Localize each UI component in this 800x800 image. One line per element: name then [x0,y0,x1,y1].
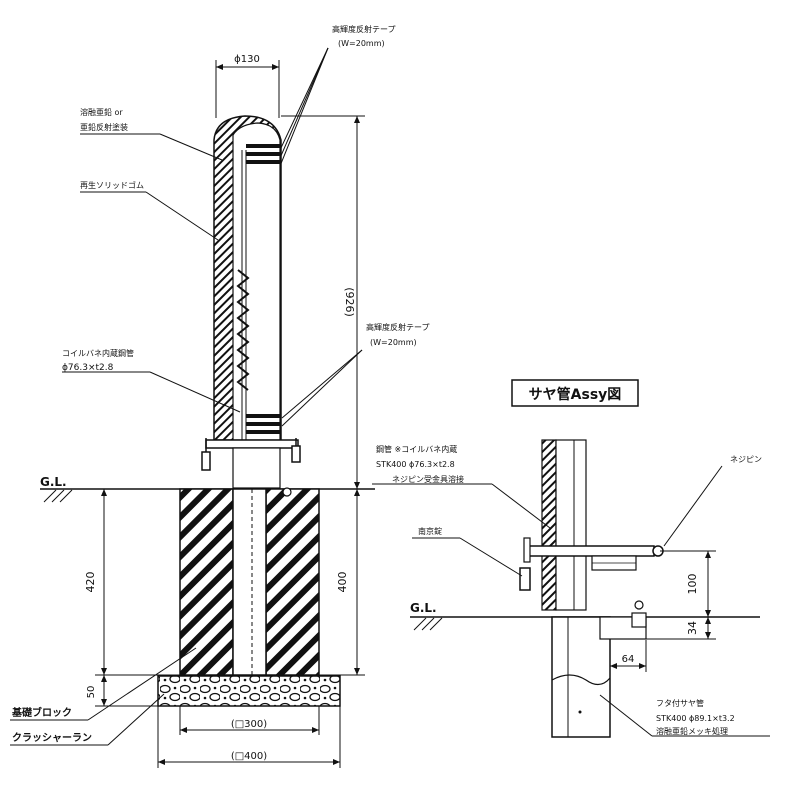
assy-lock [519,537,531,591]
gl-label-assy: G.L. [410,601,437,615]
assy-dim-100: 100 [686,574,699,595]
dim-block-inner-label: (□300) [231,719,267,730]
crusher-run-base [157,675,341,707]
dim-depth: 400 [319,489,365,676]
leader-rubber: 再生ソリッドゴム [80,180,219,241]
assy-dim-34: 34 [686,621,699,635]
leader-foundation: 基礎ブロック [10,647,197,721]
lock-right [291,438,301,463]
leader-coating: 溶融亜鉛 or 亜鉛反射塗装 [80,107,223,161]
dim-left: 420 50 [84,489,180,707]
assy-sleeve-label-3: 溶融亜鉛メッキ処理 [656,726,728,736]
assy-screw-pin-label: ネジピン [730,455,762,464]
coil-spring [236,269,250,391]
dim-base-label: 50 [86,686,97,699]
leader-crusher: クラッシャーラン [10,693,165,746]
lock-left [201,438,211,471]
tape-mid-label-1: 高輝度反射テープ [366,322,430,332]
assy-leader-steel: 鋼管 ※コイルバネ内蔵 STK400 ϕ76.3×t2.8 ネジピン受金具溶接 [372,444,551,529]
dim-height-label: (926) [343,287,356,317]
main-view: ϕ130 [10,24,430,768]
crusher-label: クラッシャーラン [12,732,92,744]
leader-tape-top: 高輝度反射テープ (W=20mm) [279,24,396,167]
ground-hatch-main [43,489,73,503]
coil-label-1: コイルバネ内蔵鋼管 [62,348,134,358]
coil-label-2: ϕ76.3×t2.8 [62,363,114,373]
assy-sleeve-label-1: フタ付サヤ管 [656,698,704,708]
assy-leader-lock: 南京錠 [412,526,523,577]
dim-height: (926) [281,115,365,489]
leader-coil: コイルバネ内蔵鋼管 ϕ76.3×t2.8 [62,348,241,413]
assy-leader-sleeve: フタ付サヤ管 STK400 ϕ89.1×t3.2 溶融亜鉛メッキ処理 [599,694,770,737]
assy-steel-label-3: ネジピン受金具溶接 [392,474,464,484]
post-core [232,122,281,441]
coating-label-2: 亜鉛反射塗装 [80,122,128,132]
assy-view: サヤ管Assy図 G.L. [372,379,770,738]
assy-leader-pin: ネジピン [663,455,762,547]
coating-label-1: 溶融亜鉛 or [80,107,123,117]
gl-label-main: G.L. [40,475,67,489]
assy-dim-64: 64 [622,654,635,665]
sleeve-pipe [232,488,267,676]
flange [205,439,299,449]
reflective-tape-top [246,144,280,164]
assy-lock-label: 南京錠 [418,526,442,536]
dim-diameter-label: ϕ130 [234,54,260,65]
assy-title-box [511,379,639,407]
assy-dims: 100 34 64 [609,550,716,672]
assy-title: サヤ管Assy図 [529,386,622,403]
reflective-tape-mid [246,414,280,434]
ground-hatch-assy [413,617,443,631]
leader-tape-mid: 高輝度反射テープ (W=20mm) [281,322,430,427]
tape-top-label-2: (W=20mm) [338,39,385,48]
dim-diameter: ϕ130 [215,54,280,118]
assy-steel-label-1: 鋼管 ※コイルバネ内蔵 [376,444,457,454]
assy-steel-label-2: STK400 ϕ76.3×t2.8 [376,460,455,469]
tape-top-label-1: 高輝度反射テープ [332,24,396,34]
dim-bottom: (□300) (□400) [157,706,341,768]
dim-depth-label: 400 [336,572,349,593]
dim-below-gl-label: 420 [84,572,97,593]
tape-mid-label-2: (W=20mm) [370,338,417,347]
screw-pin-bar [527,545,655,557]
rubber-label: 再生ソリッドゴム [80,180,144,190]
foundation-label: 基礎ブロック [11,706,72,719]
assy-sleeve-label-2: STK400 ϕ89.1×t3.2 [656,714,735,723]
foundation-block [179,488,320,676]
dim-block-outer-label: (□400) [231,751,267,762]
